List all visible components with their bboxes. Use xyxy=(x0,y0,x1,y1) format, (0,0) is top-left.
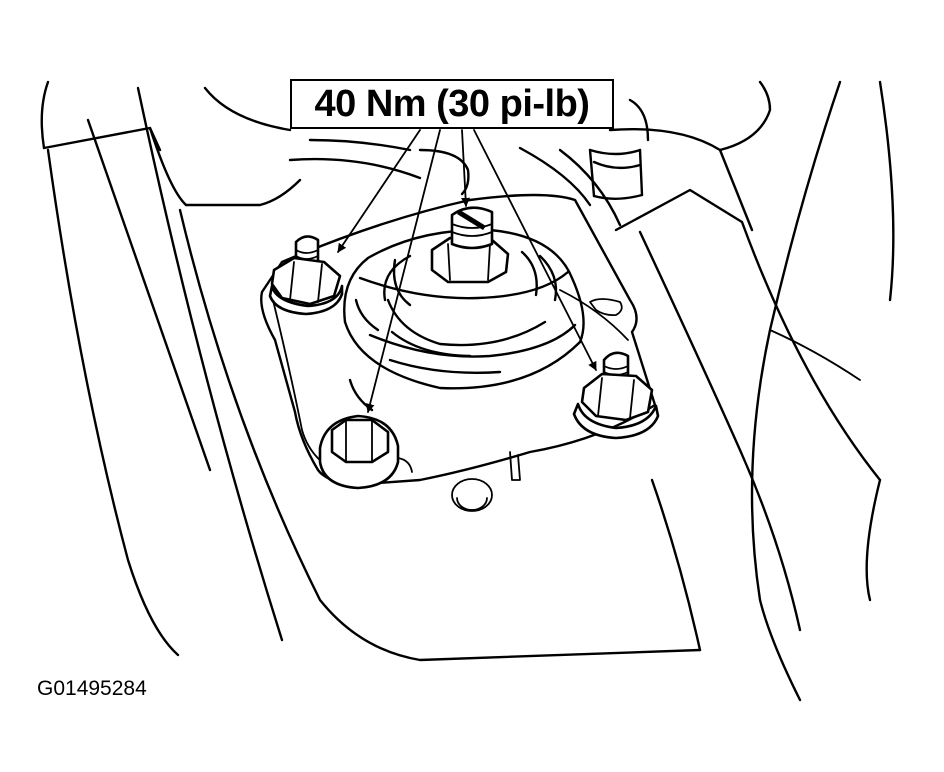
stud-nut-right xyxy=(572,351,660,440)
center-strut-nut xyxy=(430,206,510,284)
bolt-front xyxy=(318,414,413,490)
torque-callout: 40 Nm (30 pi-lb) xyxy=(290,79,614,129)
arrow-to-front-bolt xyxy=(365,129,441,413)
stud-nut-left xyxy=(268,235,344,316)
callout-arrows xyxy=(337,129,597,413)
body-panels xyxy=(40,80,895,702)
figure-id: G01495284 xyxy=(37,677,147,700)
arrow-to-right-nut xyxy=(473,129,597,371)
arrow-to-center-nut xyxy=(461,129,471,207)
arrow-to-left-nut xyxy=(337,129,421,253)
